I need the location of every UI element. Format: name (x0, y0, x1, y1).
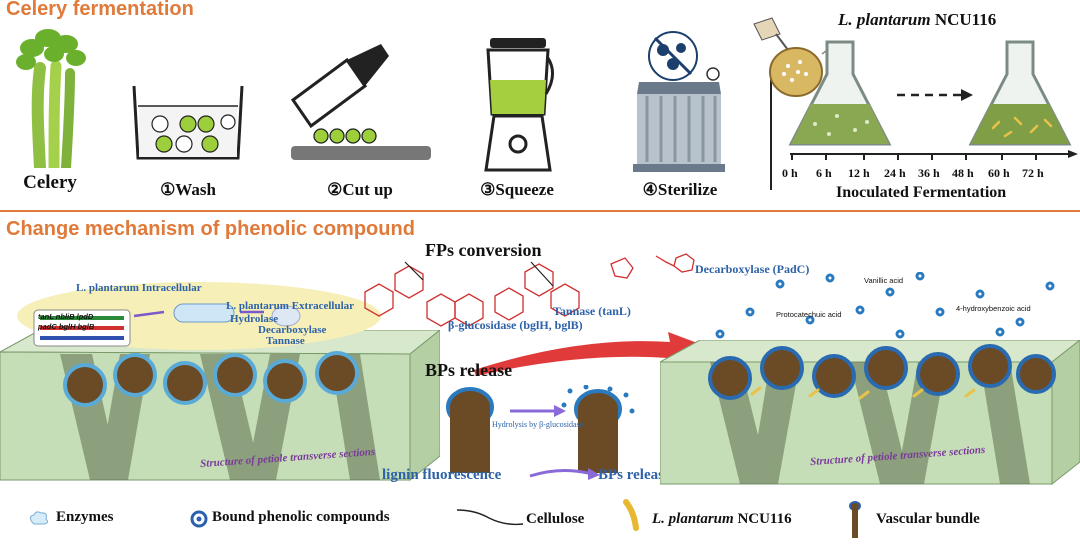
section-divider (0, 210, 1080, 212)
legend-label-vascular-bundle: Vascular bundle (876, 511, 980, 527)
gene-list-row-1: tanL nbliB lpdD (38, 312, 94, 321)
timeline-tick: 72 h (1022, 166, 1044, 180)
released-phenolics-dots (715, 272, 1055, 339)
enzyme-list: Hydrolase Decarboxylase Tannase (230, 314, 326, 347)
product-label: 4-hydroxybenzoic acid (956, 304, 1031, 313)
timeline-tick: 48 h (952, 166, 974, 180)
left-vascular-bundles (63, 351, 359, 407)
legend-label-bacterium: L. plantarum NCU116 (652, 511, 792, 527)
timeline-tick: 36 h (918, 166, 940, 180)
bacterium-cell-bubble (17, 282, 381, 350)
bound-phenolic-ring-icon (190, 510, 208, 528)
knife-icon (290, 44, 431, 160)
step-label-celery: Celery (23, 172, 77, 193)
timeline-tick: 60 h (988, 166, 1010, 180)
legend-label-cellulose: Cellulose (526, 511, 585, 527)
extracellular-label: L. plantarum Extracellular (226, 300, 355, 312)
petri-dish-icon (753, 17, 845, 97)
decarboxylase-label: Decarboxylase (PadC) (695, 262, 810, 276)
enzyme-item: Hydrolase (230, 313, 279, 325)
fermentation-arrow-icon (897, 89, 973, 101)
step-label-wash: ①Wash (160, 180, 216, 199)
bacterium-rod-icon (623, 499, 639, 531)
glucosidase-label: β-glucosidase (bglH, bglB) (448, 318, 583, 332)
wash-basin-icon (132, 85, 244, 160)
hydrolysis-label: Hydrolysis by β-glucosidase (492, 420, 584, 429)
product-label: Vanillic acid (864, 276, 904, 285)
bps-release-label: BPs release (598, 467, 671, 483)
legend-label-bound-phenolics: Bound phenolic compounds (212, 509, 390, 525)
timeline-label: Inoculated Fermentation (836, 184, 1007, 201)
legend-label-enzymes: Enzymes (56, 509, 114, 525)
cellulose-fiber-icon (456, 509, 524, 526)
product-label: Protocatechuic acid (776, 310, 842, 319)
enzyme-item: Decarboxylase (258, 324, 327, 336)
decarboxylase-structure (655, 253, 695, 273)
timeline-tick: 24 h (884, 166, 906, 180)
tannase-label: Tannase (tanL) (553, 304, 631, 318)
bps-title: BPs release (425, 360, 513, 380)
conversion-arrow-icon (474, 332, 716, 376)
step-label-squeeze: ③Squeeze (480, 180, 554, 199)
sterilizer-icon (633, 31, 725, 172)
fps-title: FPs conversion (425, 240, 542, 260)
right-vascular-bundles (708, 344, 1056, 400)
lignin-label: lignin fluorescence (382, 467, 502, 483)
juicer-icon (484, 38, 554, 172)
step-label-cut-up: ②Cut up (327, 180, 393, 199)
flask-end-icon (968, 40, 1072, 146)
enzyme-cloud-icon (29, 511, 49, 525)
phenolic-structures (364, 257, 634, 327)
gene-list-row-2: padC bglH bglB (38, 322, 95, 331)
step-label-sterilize: ④Sterilize (642, 180, 718, 199)
lignin-arrow-icon (529, 468, 600, 480)
celery-icon (16, 29, 86, 168)
timeline-tick: 12 h (848, 166, 870, 180)
intracellular-label: L. plantarum Intracellular (76, 282, 202, 294)
timeline-tick: 6 h (816, 166, 832, 180)
strain-label: L. plantarum NCU116 (838, 10, 997, 29)
flask-start-icon (788, 40, 892, 146)
section-title-fermentation: Celery fermentation (6, 0, 194, 20)
section-title-mechanism: Change mechanism of phenolic compound (6, 218, 415, 240)
vascular-bundle-icon (849, 501, 861, 538)
bps-release-diagram (446, 385, 635, 473)
timeline-axis (790, 150, 1078, 160)
enzyme-item: Tannase (266, 335, 305, 347)
timeline-tick: 0 h (782, 166, 798, 180)
vertical-divider (770, 70, 772, 190)
